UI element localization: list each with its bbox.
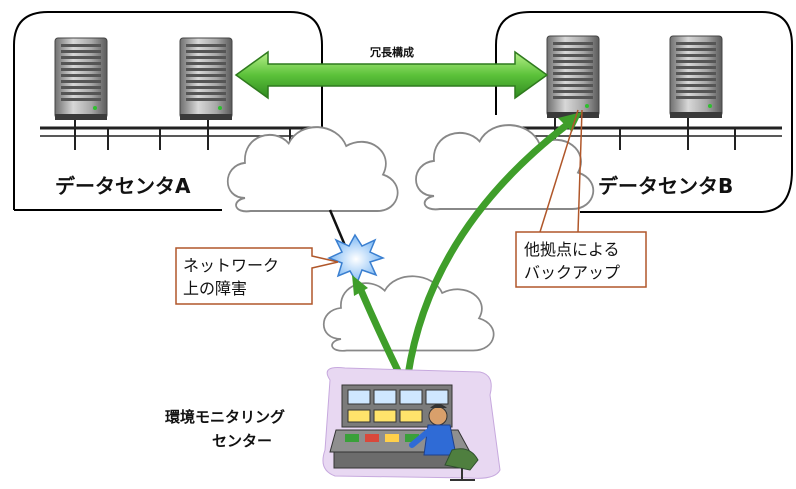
monitoring-arrow-to-failure — [356, 284, 404, 379]
monitoring-arrow-to-datacenter-b — [404, 120, 572, 379]
monitoring-center-label-line1: 環境モニタリング — [165, 408, 285, 426]
server-icon — [669, 35, 723, 119]
burst-icon — [327, 233, 386, 285]
operator-console-icon — [322, 367, 501, 481]
backup-callout-pointer — [539, 109, 579, 233]
server-icon — [54, 37, 108, 121]
backup-callout-box — [515, 231, 647, 288]
datacenter-b-label: データセンタB — [598, 174, 733, 198]
failure-callout-line2: 上の障害 — [183, 279, 247, 298]
cloud-icon — [322, 275, 495, 352]
datacenter-a-box — [13, 11, 323, 210]
cloud-icon — [226, 126, 399, 213]
backup-callout-line2: バックアップ — [524, 263, 620, 282]
datacenter-a-label: データセンタA — [55, 174, 191, 198]
failure-callout-line1: ネットワーク — [183, 256, 279, 275]
server-icon — [179, 37, 233, 121]
arrowhead — [352, 275, 368, 296]
failure-callout-box — [175, 247, 339, 305]
server-icon — [546, 35, 600, 119]
backup-callout-line1: 他拠点による — [524, 240, 620, 259]
redundancy-label: 冗長構成 — [369, 45, 414, 59]
datacenter-b-box — [495, 11, 793, 213]
redundancy-double-arrow — [234, 50, 549, 100]
monitoring-center-label-line2: センター — [212, 432, 272, 450]
cloud-icon — [415, 124, 595, 211]
backup-callout-pointer — [577, 109, 583, 233]
